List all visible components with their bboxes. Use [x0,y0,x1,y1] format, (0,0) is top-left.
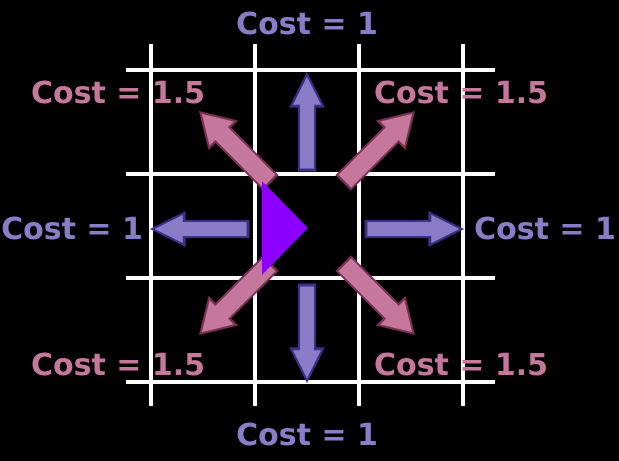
arrow-left-icon [150,211,250,247]
label-south: Cost = 1 [236,418,378,453]
agent-triangle-icon [262,181,308,275]
cost-labels: Cost = 1 Cost = 1 Cost = 1 Cost = 1 Cost… [1,7,616,453]
label-south-east: Cost = 1.5 [374,348,548,383]
arrow-right-icon [364,211,464,247]
label-west: Cost = 1 [1,212,143,247]
label-north: Cost = 1 [236,7,378,42]
arrow-down-icon [289,283,325,383]
label-north-west: Cost = 1.5 [31,76,205,111]
arrow-up-left-icon [185,97,285,197]
label-east: Cost = 1 [474,212,616,247]
label-north-east: Cost = 1.5 [374,76,548,111]
arrow-up-icon [289,72,325,172]
arrow-down-right-icon [329,249,429,349]
grid [126,44,495,406]
label-south-west: Cost = 1.5 [31,348,205,383]
arrow-up-right-icon [329,97,429,197]
